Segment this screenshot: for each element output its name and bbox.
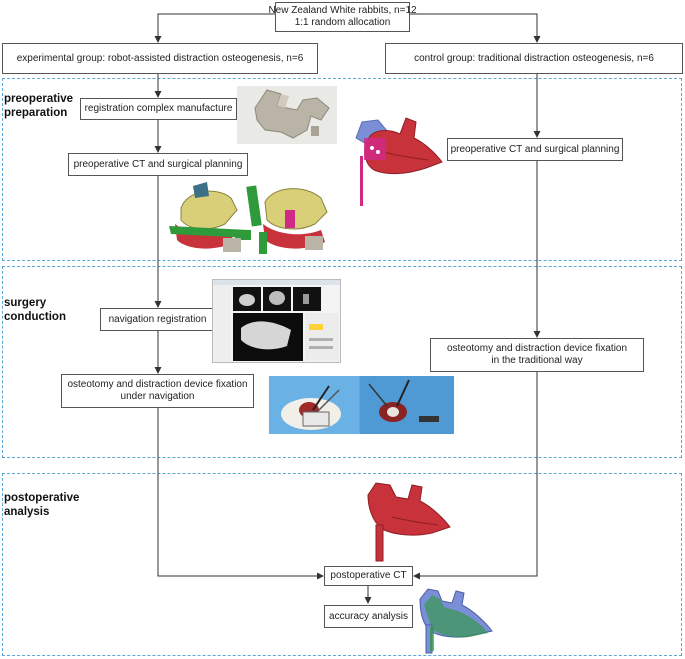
control-group-box: control group: traditional distraction o…	[385, 43, 683, 74]
registration-complex-box: registration complex manufacture	[80, 98, 237, 120]
arrow-root-to-control	[410, 13, 541, 43]
osteotomy-navigation-box: osteotomy and distraction device fixatio…	[61, 374, 254, 408]
section-surgery-frame	[2, 266, 682, 458]
section-postoperative-frame	[2, 473, 682, 656]
postop-skull-render	[362, 477, 454, 563]
arrow-root-to-experimental	[154, 13, 275, 43]
surgery-photos	[269, 376, 454, 434]
postoperative-ct-box: postoperative CT	[324, 566, 413, 586]
navigation-registration-box: navigation registration	[100, 308, 215, 331]
superimposition-render	[414, 585, 494, 655]
planning-renders	[165, 180, 335, 258]
ct-planning-control-box: preoperative CT and surgical planning	[447, 138, 623, 161]
arrow-osteotomy-to-postop	[157, 408, 324, 580]
skull-with-marker-render	[348, 108, 448, 210]
experimental-group-box: experimental group: robot-assisted distr…	[2, 43, 318, 74]
accuracy-analysis-box: accuracy analysis	[324, 605, 413, 628]
osteotomy-traditional-box: osteotomy and distraction device fixatio…	[430, 338, 644, 372]
registration-complex-render	[237, 86, 337, 144]
section-preoperative-frame	[2, 78, 682, 261]
navigation-software-screenshot	[212, 279, 341, 363]
ct-planning-experimental-box: preoperative CT and surgical planning	[68, 153, 248, 176]
arrow-trad-to-postop	[413, 372, 538, 580]
